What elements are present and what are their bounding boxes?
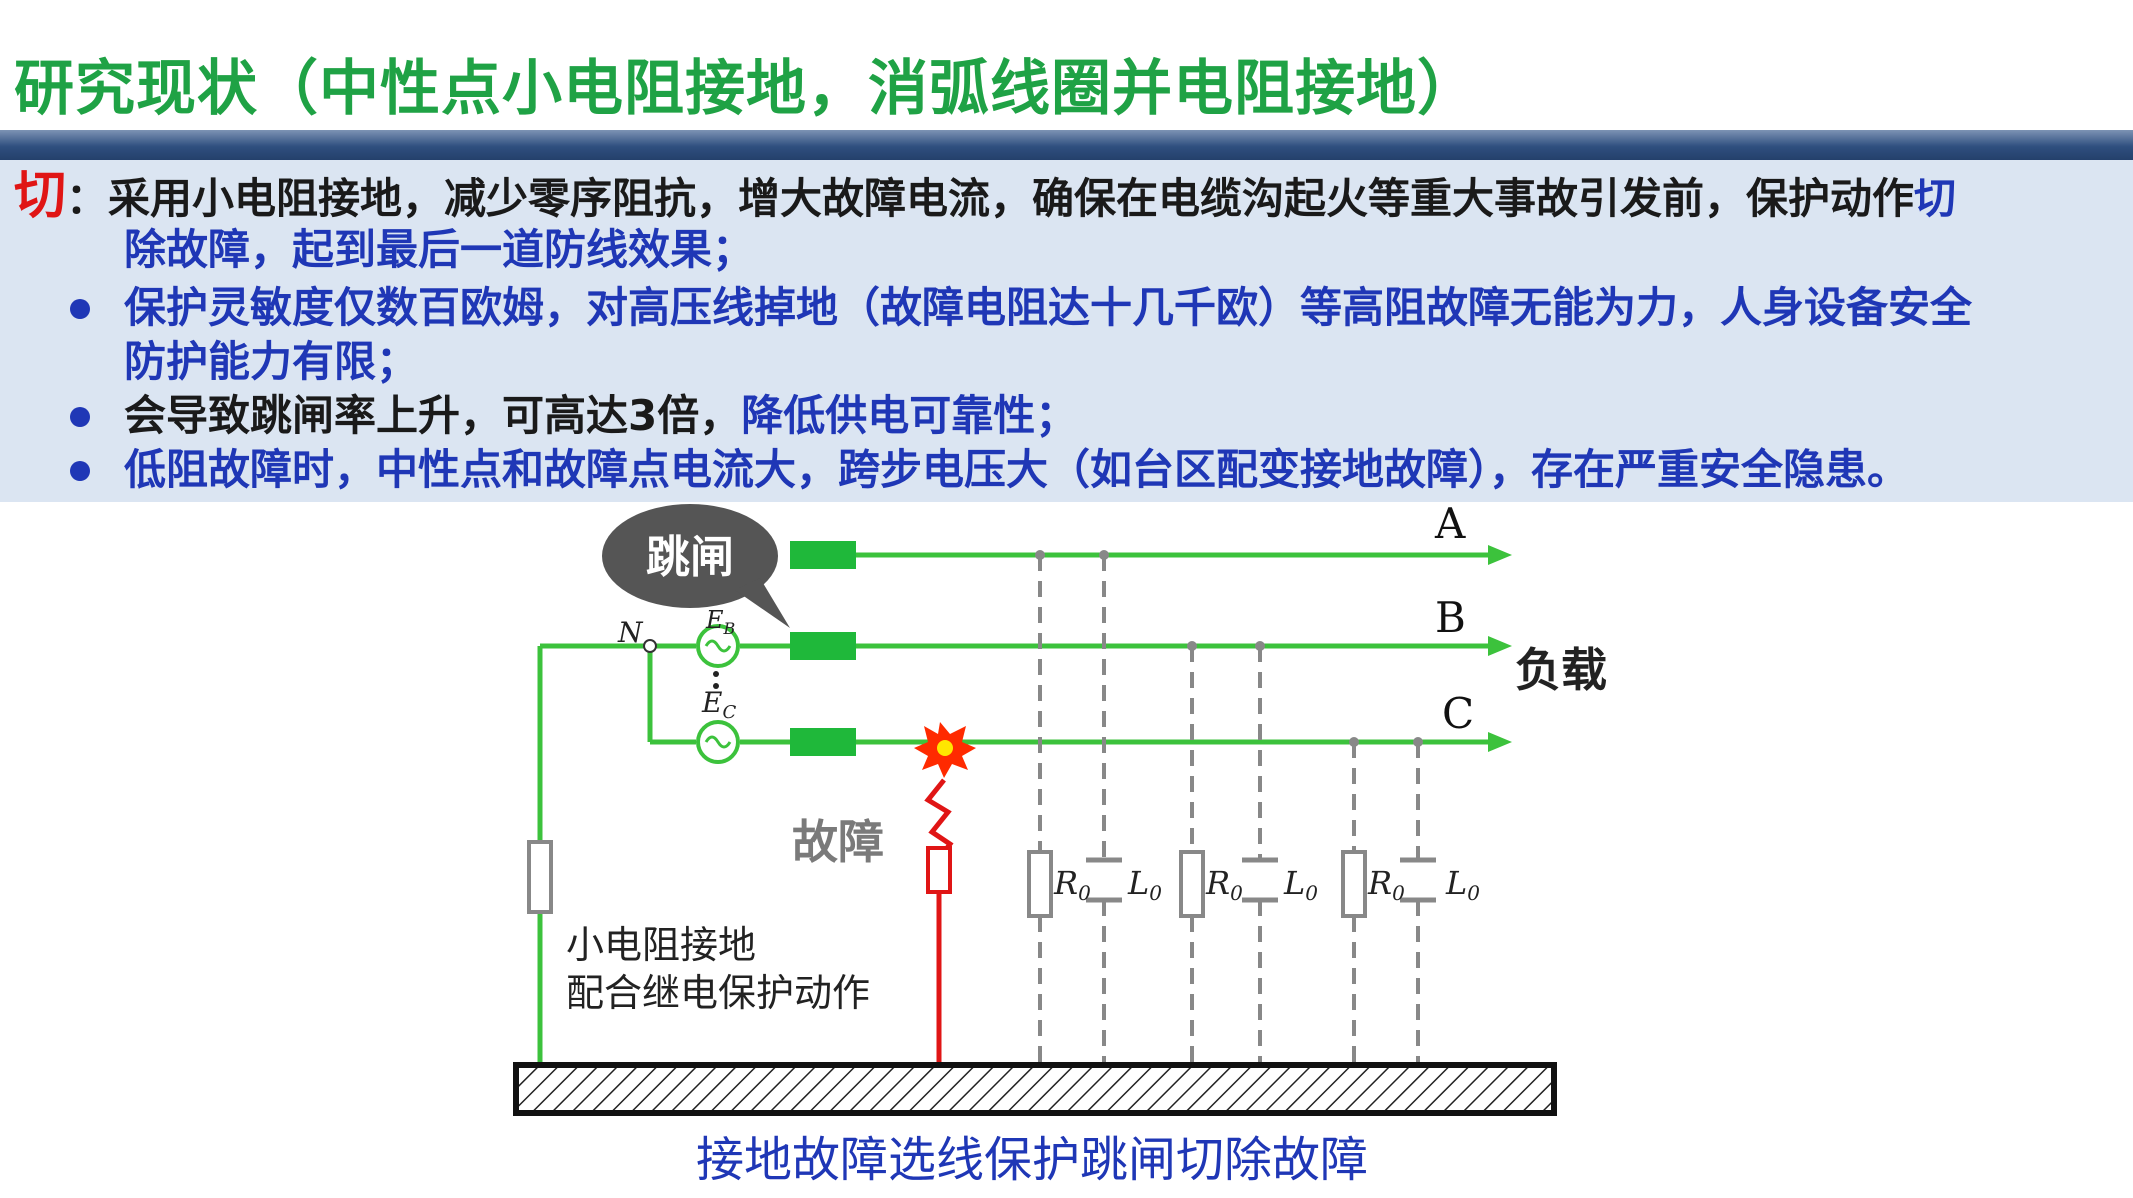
ground-note-1: 小电阻接地 [566, 923, 756, 967]
resistor-r0 [1341, 850, 1367, 918]
dot-mark [713, 683, 719, 689]
load-label: 负载 [1515, 643, 1607, 697]
wave-glyph [704, 639, 732, 653]
dot-mark [713, 671, 719, 677]
fault-label: 故障 [792, 815, 884, 869]
breaker-a [790, 541, 856, 569]
trip-bubble: 跳闸 [602, 504, 790, 628]
grounding-diagram: 跳闸 N EB EC A B C 负载 [513, 502, 1607, 1188]
intro-line-2: 除故障，起到最后一道防线效果； [124, 225, 755, 274]
leakage-branches [1038, 555, 1420, 1065]
bullet-dot [70, 461, 90, 481]
fault-resistor [926, 846, 952, 894]
bubble-text: 跳闸 [646, 532, 734, 583]
r0-label: R0 [1053, 864, 1091, 905]
intro-line-1: 切：采用小电阻接地，减少零序阻抗，增大故障电流，确保在电缆沟起火等重大事故引发前… [14, 170, 1956, 225]
wave-glyph [704, 735, 732, 749]
phase-b-label: B [1435, 593, 1466, 642]
text-panel: 切：采用小电阻接地，减少零序阻抗，增大故障电流，确保在电缆沟起火等重大事故引发前… [0, 160, 2133, 502]
arrow-c [1488, 732, 1512, 752]
bullet-dot [70, 407, 90, 427]
neutral-label: N [617, 616, 644, 649]
header-band [0, 130, 2133, 160]
spark-burst-icon [914, 722, 976, 778]
r0-label: R0 [1367, 864, 1405, 905]
bullet-dot [70, 299, 90, 319]
l0-label: L0 [1127, 864, 1162, 905]
l0-label: L0 [1445, 864, 1480, 905]
neutral-node [643, 639, 657, 653]
bullet-2: 会导致跳闸率上升，可高达3倍，降低供电可靠性； [124, 390, 1077, 442]
eb-label: EB [705, 606, 736, 638]
arrow-a [1488, 545, 1512, 565]
breaker-c [790, 728, 856, 756]
resistor-r0 [1027, 850, 1053, 918]
intro-tail: 切 [1914, 174, 1957, 223]
ec-label: EC [701, 686, 736, 723]
page-title: 研究现状（中性点小电阻接地，消弧线圈并电阻接地） [14, 54, 1478, 124]
l0-label: L0 [1283, 864, 1318, 905]
bullet-3: 低阻故障时，中性点和故障点电流大，跨步电压大（如台区配变接地故障），存在严重安全… [124, 445, 1910, 494]
ground-note-2: 配合继电保护动作 [566, 971, 870, 1015]
bullet-2-plain: 会导致跳闸率上升，可高达3倍， [124, 391, 742, 440]
bullet-1-line-1: 保护灵敏度仅数百欧姆，对高压线掉地（故障电阻达十几千欧）等高阻故障无能为力，人身… [124, 283, 1973, 332]
phase-c-label: C [1442, 689, 1474, 738]
grounding-resistor [527, 840, 553, 914]
breaker-b [790, 632, 856, 660]
diagram-caption: 接地故障选线保护跳闸切除故障 [696, 1132, 1368, 1188]
phase-a-label: A [1434, 502, 1466, 548]
arrow-b [1488, 636, 1512, 656]
intro-text-1: ：采用小电阻接地，减少零序阻抗，增大故障电流，确保在电缆沟起火等重大事故引发前，… [66, 174, 1915, 223]
r0-label: R0 [1205, 864, 1243, 905]
intro-keyword: 切 [14, 166, 67, 226]
bullet-1-line-2: 防护能力有限； [124, 337, 419, 386]
ground-plate [513, 1062, 1557, 1116]
bullet-2-blue: 降低供电可靠性； [741, 391, 1078, 440]
resistor-r0 [1179, 850, 1205, 918]
